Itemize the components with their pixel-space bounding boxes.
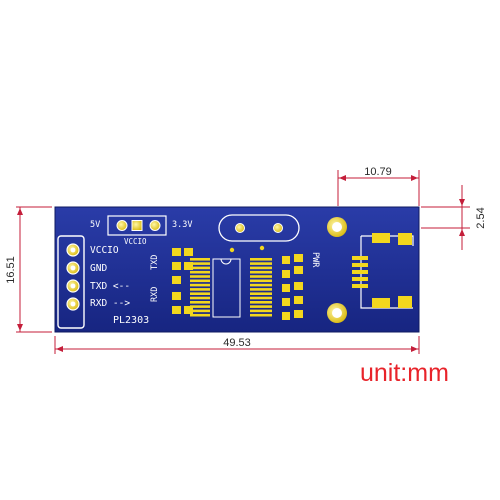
- chip-pad: [190, 296, 210, 300]
- chip-pad: [190, 270, 210, 274]
- chip-pad: [250, 296, 272, 300]
- chip-pad: [250, 313, 272, 317]
- dimension-height-label: 16.51: [5, 256, 17, 284]
- label-pl2303: PL2303: [113, 315, 149, 326]
- chip-pad: [190, 309, 210, 313]
- label-gnd: GND: [90, 263, 107, 274]
- label-txd-led: TXD: [150, 255, 160, 270]
- label-3v3: 3.3V: [172, 220, 192, 230]
- chip-pad: [190, 292, 210, 295]
- chip-footprint: [190, 258, 272, 318]
- chip-pad: [250, 270, 272, 274]
- label-5v: 5V: [90, 220, 100, 230]
- chip-pad: [250, 283, 272, 287]
- label-vccio-jumper: VCCIO: [124, 237, 147, 246]
- mounting-hole-bottom: [327, 303, 347, 323]
- chip-pad: [250, 292, 272, 295]
- mounting-hole-top: [327, 217, 347, 237]
- smd-pads-right: [282, 254, 303, 320]
- header-pin: [66, 243, 80, 257]
- dimension-connector-label: 10.79: [364, 166, 392, 178]
- usb-connector-footprint: [352, 233, 414, 309]
- chip-pad: [190, 262, 210, 265]
- dimension-offset-label: 2.54: [475, 207, 487, 228]
- chip-pad: [190, 313, 210, 317]
- chip-pad: [190, 301, 210, 304]
- label-vccio: VCCIO: [90, 245, 119, 256]
- chip-pad: [190, 288, 210, 291]
- chip-pad: [190, 266, 210, 270]
- chip-pad: [250, 288, 272, 291]
- label-rxd-led: RXD: [150, 287, 160, 302]
- chip-pad: [190, 275, 210, 278]
- header-pin: [66, 261, 80, 275]
- label-pwr: PWR: [310, 252, 320, 268]
- dimension-lines: [16, 170, 470, 354]
- unit-label: unit:mm: [360, 359, 449, 387]
- voltage-jumper: 5V 3.3V VCCIO: [90, 215, 192, 246]
- header-pin: [66, 279, 80, 293]
- chip-pad: [250, 262, 272, 265]
- chip-pad: [190, 258, 210, 261]
- chip-pad: [190, 279, 210, 283]
- chip-pad: [250, 266, 272, 270]
- chip-pad: [250, 279, 272, 283]
- pin-header-left: [57, 235, 85, 329]
- chip-pad: [250, 305, 272, 308]
- chip-pad: [250, 258, 272, 261]
- label-rxd: RXD -->: [90, 298, 130, 309]
- chip-pad: [250, 309, 272, 313]
- dimension-width-label: 49.53: [223, 337, 251, 349]
- label-txd: TXD <--: [90, 281, 130, 292]
- crystal-outline: [218, 214, 300, 253]
- chip-pad: [250, 301, 272, 304]
- header-pin: [66, 297, 80, 311]
- smd-pads-left: [172, 248, 193, 314]
- chip-pad: [250, 275, 272, 278]
- chip-pad: [190, 305, 210, 308]
- chip-pad: [190, 283, 210, 287]
